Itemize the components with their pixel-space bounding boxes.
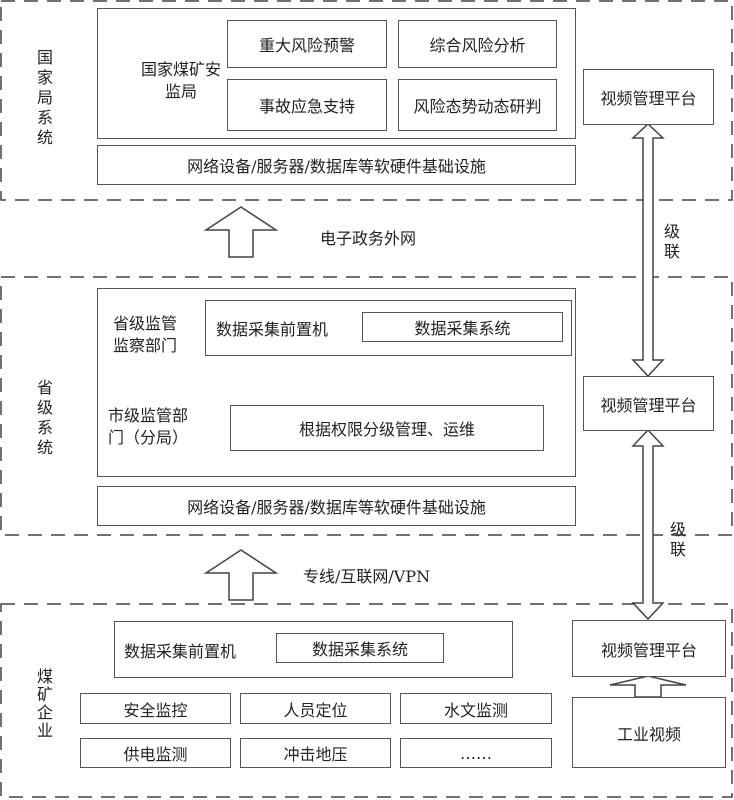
cascade-label-lower-text: 级联	[669, 520, 686, 559]
city-dept-label: 市级监管部门（分局）	[108, 406, 189, 447]
provincial-zone-border	[0, 276, 733, 536]
subsystem-more: ……	[400, 738, 552, 768]
provincial-zone-label: 省级系统	[35, 378, 55, 458]
national-infrastructure-bar: 网络设备/服务器/数据库等软硬件基础设施	[97, 145, 576, 185]
city-function-box: 根据权限分级管理、运维	[230, 405, 544, 451]
province-collect-system: 数据采集系统	[362, 312, 563, 342]
subsystem-hydrology-monitoring: 水文监测	[400, 693, 552, 724]
up-arrow-industrial-video	[609, 675, 687, 698]
function-accident-emergency-support: 事故应急支持	[227, 79, 387, 131]
cascade-label-lower: 级联	[668, 520, 688, 560]
national-zone-label-text: 国家局系统	[36, 48, 53, 147]
national-zone-border	[0, 0, 733, 201]
enterprise-video-platform: 视频管理平台	[572, 620, 726, 677]
cascade-label-upper-text: 级联	[663, 222, 680, 261]
cascade-arrow-lower	[631, 428, 665, 621]
industrial-video-box: 工业视频	[572, 697, 726, 768]
subsystem-rock-burst: 冲击地压	[240, 738, 391, 768]
up-arrow-national	[203, 206, 279, 258]
national-video-platform: 视频管理平台	[583, 69, 714, 125]
cascade-label-upper: 级联	[662, 222, 682, 262]
province-dept-label: 省级监管监察部门	[113, 314, 178, 355]
national-agency-name: 国家煤矿安监局	[140, 60, 221, 101]
function-risk-situation-analysis: 风险态势动态研判	[398, 79, 557, 131]
subsystem-power-monitoring: 供电监测	[80, 738, 231, 768]
provincial-zone-label-text: 省级系统	[36, 378, 53, 457]
subsystem-personnel-positioning: 人员定位	[240, 693, 391, 724]
subsystem-safety-monitoring: 安全监控	[80, 693, 231, 724]
function-major-risk-warning: 重大风险预警	[227, 20, 387, 68]
enterprise-zone-label-text: 煤矿企业	[36, 667, 53, 740]
enterprise-zone-border	[0, 603, 733, 798]
link-label-egov-extranet: 电子政务外网	[320, 229, 417, 248]
province-frontend-label: 数据采集前置机	[216, 320, 329, 339]
link-label-dedicated-line: 专线/互联网/VPN	[303, 567, 431, 586]
enterprise-zone-label: 煤矿企业	[35, 668, 55, 740]
function-comprehensive-risk-analysis: 综合风险分析	[398, 20, 557, 68]
up-arrow-provincial	[203, 549, 279, 601]
cascade-arrow-upper	[631, 122, 665, 378]
enterprise-frontend-label: 数据采集前置机	[124, 641, 237, 661]
enterprise-collect-system: 数据采集系统	[276, 633, 444, 663]
provincial-video-platform: 视频管理平台	[583, 376, 714, 431]
national-zone-label: 国家局系统	[35, 48, 55, 148]
provincial-infrastructure-bar: 网络设备/服务器/数据库等软硬件基础设施	[97, 486, 576, 526]
